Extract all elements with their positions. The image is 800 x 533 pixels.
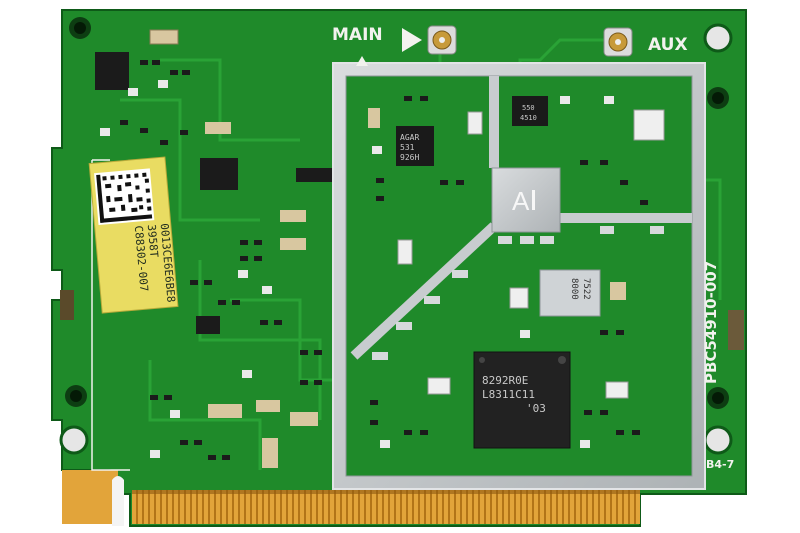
edge-connector — [132, 490, 640, 524]
main-chip-line-3: '03 — [526, 402, 546, 415]
small-ic-line-1: 550 — [522, 104, 535, 112]
silkscreen-outline — [91, 159, 130, 471]
shield-logo-plate: A — [491, 167, 561, 233]
antenna-connector-main — [427, 25, 457, 55]
mac-address-sticker: 0013CE6E6BE8 3958T C88302-007 — [88, 156, 179, 314]
crystal-line-1: 7522 — [581, 278, 591, 300]
main-chip-line-1: 8292R0E — [482, 374, 528, 387]
main-antenna-label: MAIN — [332, 25, 383, 45]
mounting-holes — [59, 17, 733, 455]
baseband-processor-chip: 8292R0E L8311C11 '03 — [473, 351, 571, 449]
small-ic-line-2: 4510 — [520, 114, 537, 122]
smd-components — [60, 29, 744, 468]
rf-transceiver-chip: AGAR 531 926H — [396, 126, 434, 166]
antenna-connector-aux — [603, 27, 633, 57]
revision-code: B4-7 — [706, 458, 734, 471]
shield-inner-components — [368, 96, 665, 448]
triangle-up-icon — [356, 56, 368, 66]
silkscreen-markings: MAIN AUX PBC54910-007 B4-7 — [332, 25, 734, 471]
small-ic: 550 4510 — [512, 96, 548, 126]
data-matrix-barcode — [94, 168, 155, 226]
part-number: PBC54910-007 — [702, 261, 720, 384]
rf-shield-can: A — [332, 62, 706, 490]
main-chip-line-2: L8311C11 — [482, 388, 535, 401]
shield-logo: A — [512, 186, 530, 216]
rf-chip-line-3: 926H — [400, 153, 419, 162]
crystal-oscillator: 7522 8000 — [539, 269, 601, 317]
rf-chip-line-1: AGAR — [400, 133, 419, 142]
aux-antenna-label: AUX — [648, 35, 688, 55]
crystal-line-2: 8000 — [569, 278, 579, 300]
sticker-line-3: C88302-007 — [132, 225, 151, 292]
sticker-line-2: 3958T — [145, 224, 161, 258]
rf-chip-line-2: 531 — [400, 143, 415, 152]
arrow-right-icon — [402, 28, 422, 52]
